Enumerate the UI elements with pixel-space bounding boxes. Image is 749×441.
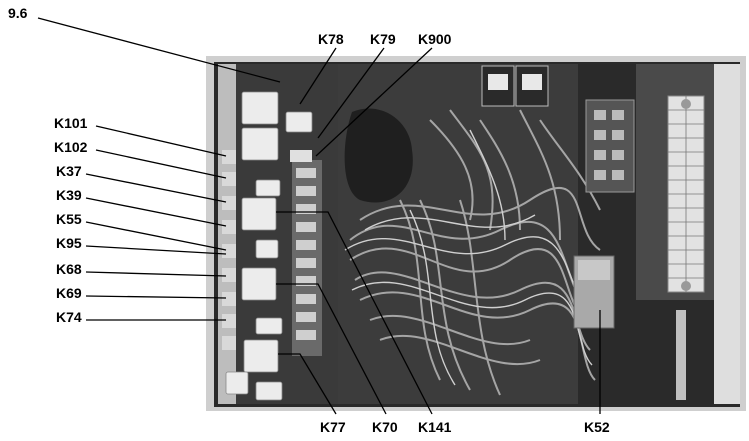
- leader-k79: [317, 47, 385, 139]
- label-ref: 9.6: [8, 5, 28, 21]
- side-relay: [222, 336, 236, 350]
- bottom-right-channel: [620, 300, 714, 404]
- label-k69: K69: [56, 285, 82, 301]
- label-k55: K55: [56, 211, 82, 227]
- fuse-slot: [296, 186, 316, 196]
- fuse-slot: [296, 240, 316, 250]
- relay: [255, 239, 279, 259]
- fuse-slot: [296, 312, 316, 322]
- label-k95: K95: [56, 235, 82, 251]
- leader-k900: [315, 47, 433, 157]
- label-k141: K141: [418, 419, 452, 435]
- fuse-slot: [296, 222, 316, 232]
- leader-k78: [299, 47, 337, 105]
- label-k37: K37: [56, 163, 82, 179]
- relay: [225, 371, 249, 395]
- connector-block: [585, 99, 635, 193]
- bottom-right-bar: [676, 310, 686, 400]
- fuse-slot: [296, 276, 316, 286]
- fuse-slot: [296, 168, 316, 178]
- label-k900: K900: [418, 31, 452, 47]
- leader-k141: [276, 211, 433, 415]
- small-relay-k900: [290, 150, 312, 162]
- side-relay: [222, 314, 236, 328]
- connector-pins: [594, 110, 624, 180]
- connector-pin: [594, 150, 606, 160]
- top-relay-label: [488, 74, 508, 90]
- connector-pin: [612, 110, 624, 120]
- connector-pin: [612, 130, 624, 140]
- leader-k69: [85, 295, 227, 299]
- side-relay: [222, 172, 236, 186]
- large-relays: [225, 91, 313, 401]
- label-k68: K68: [56, 261, 82, 277]
- relay-k52-top: [578, 260, 610, 280]
- label-k101: K101: [54, 115, 88, 131]
- connector-pin: [594, 130, 606, 140]
- side-relay: [222, 196, 236, 210]
- label-k74: K74: [56, 309, 82, 325]
- leader-k68: [85, 271, 227, 277]
- relay: [241, 91, 279, 125]
- leader-k70: [276, 283, 387, 415]
- relay: [285, 111, 313, 133]
- relay: [241, 197, 277, 231]
- leader-k101: [95, 125, 227, 157]
- top-relay-label: [522, 74, 542, 90]
- leader-k39: [85, 197, 227, 227]
- connector-pin: [594, 170, 606, 180]
- terminal-screw: [681, 99, 691, 109]
- fuse-box-photo: [206, 56, 746, 411]
- leader-k37: [85, 173, 227, 203]
- label-k70: K70: [372, 419, 398, 435]
- relay: [243, 339, 279, 373]
- fuse-slot: [296, 330, 316, 340]
- wiring-bundle-light: [344, 129, 593, 386]
- label-k39: K39: [56, 187, 82, 203]
- side-relay-column: [222, 150, 236, 350]
- wiring-bundle: [349, 109, 601, 396]
- side-relay: [222, 220, 236, 234]
- relay: [241, 267, 277, 301]
- label-k102: K102: [54, 139, 88, 155]
- right-bracket: [714, 64, 740, 404]
- leader-ref: [37, 17, 281, 83]
- fuse-strip-slots: [296, 168, 316, 340]
- label-k79: K79: [370, 31, 396, 47]
- side-relay: [222, 244, 236, 258]
- leader-k95: [85, 245, 227, 255]
- fuse-slot: [296, 258, 316, 268]
- connector-pin: [612, 150, 624, 160]
- leader-k102: [95, 149, 227, 179]
- connector-pin: [594, 110, 606, 120]
- label-k78: K78: [318, 31, 344, 47]
- relay: [241, 127, 279, 161]
- callout-labels: 9.6 K78 K79 K900 K101 K102 K37 K39 K55 K…: [8, 5, 610, 435]
- terminal-strip-lines: [668, 96, 704, 292]
- connector-pin: [612, 170, 624, 180]
- fuse-slot: [296, 294, 316, 304]
- relay: [255, 179, 281, 197]
- relay: [255, 381, 283, 401]
- leader-lines: [37, 17, 601, 415]
- label-k52: K52: [584, 419, 610, 435]
- grommet: [344, 108, 413, 203]
- leader-k55: [85, 221, 227, 251]
- side-relay: [222, 292, 236, 306]
- fuse-slot: [296, 204, 316, 214]
- side-relay: [222, 150, 236, 164]
- side-relay: [222, 268, 236, 282]
- label-k77: K77: [320, 419, 346, 435]
- top-relays: [481, 65, 549, 107]
- relay: [255, 317, 283, 335]
- terminal-screw: [681, 281, 691, 291]
- leader-k77: [278, 353, 337, 415]
